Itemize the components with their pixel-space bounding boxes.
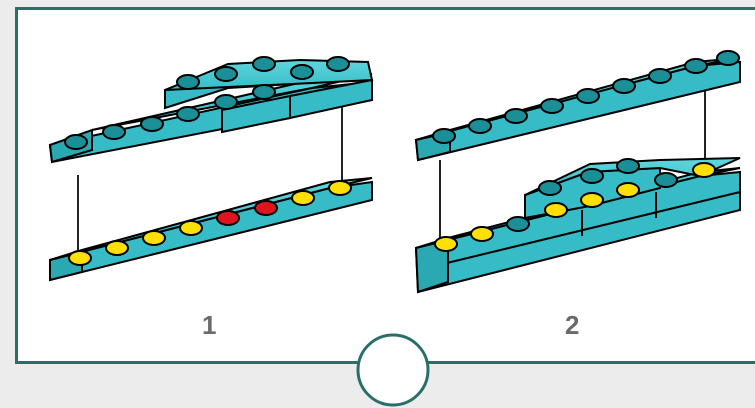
step-number-1: 1 — [202, 310, 217, 340]
connector-circle-icon — [356, 333, 430, 407]
step-2-diagram — [414, 50, 741, 294]
step-1-diagram — [48, 56, 374, 282]
studs-lower-step-2 — [434, 158, 716, 252]
lower-assembly-step-2 — [414, 157, 741, 294]
studs-lower-step-1 — [68, 180, 352, 266]
lower-plate-step-1 — [49, 177, 373, 282]
studs-upper-step-1 — [64, 56, 350, 150]
upper-plate-step-2 — [414, 50, 741, 162]
studs-upper-step-2 — [432, 50, 740, 144]
upper-plate-step-1 — [48, 56, 374, 164]
step-number-2: 2 — [565, 310, 580, 340]
